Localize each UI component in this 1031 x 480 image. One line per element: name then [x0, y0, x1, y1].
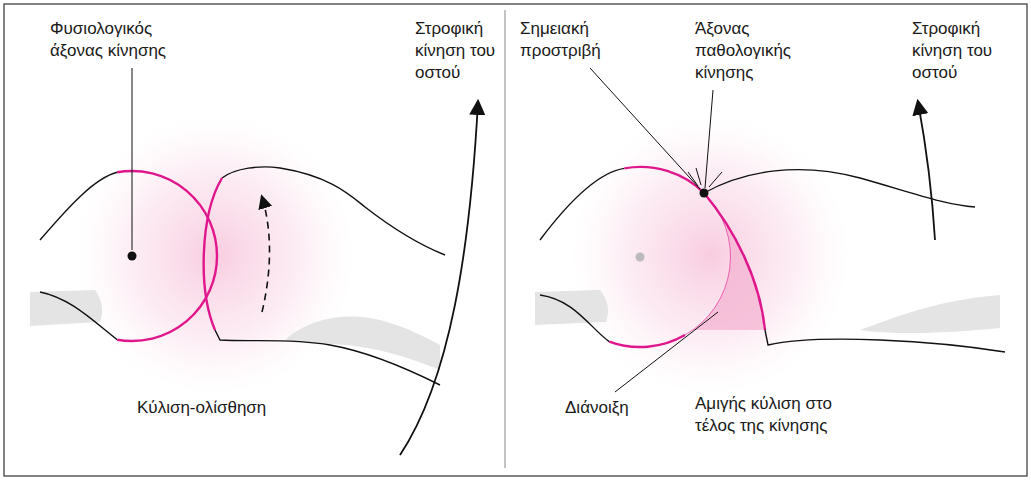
bone-outline	[215, 330, 440, 385]
cortex-band	[285, 317, 440, 370]
label-text: Διάνοιξη	[565, 397, 629, 419]
bone-outline	[40, 172, 117, 240]
label-text: Άξονας παθολογικής κίνησης	[695, 18, 800, 84]
label-text: Στροφική κίνηση του οστού	[415, 18, 505, 84]
cartilage	[685, 193, 730, 335]
cortex-band	[860, 295, 1000, 333]
bone-outline	[704, 170, 975, 207]
axis-dot	[700, 189, 709, 198]
frame	[4, 4, 1027, 476]
friction-tick	[696, 168, 701, 185]
rotation-arrow	[400, 102, 478, 455]
rotation-arrow	[918, 102, 935, 240]
joint-gap	[693, 193, 765, 330]
divider	[505, 10, 506, 468]
axis-dot	[636, 253, 645, 262]
bone-outline	[540, 168, 624, 240]
bone-outline	[765, 330, 1005, 352]
leader-line	[705, 90, 713, 188]
leader-line	[132, 68, 133, 250]
glow	[75, 115, 355, 395]
label-text: Κύλιση-ολίσθηση	[137, 397, 266, 419]
bone-outline	[540, 295, 609, 342]
label-text: Στροφική κίνηση του οστού	[912, 18, 1002, 84]
bone-outline	[40, 292, 117, 340]
axis-dot	[128, 252, 137, 261]
cartilage	[704, 193, 765, 330]
bone-outline	[222, 167, 445, 255]
label-text: Σημειακή προστριβή	[520, 18, 620, 62]
glow	[570, 115, 850, 395]
label-text: Αμιγής κύλιση στο τέλος της κίνησης	[695, 393, 865, 437]
glide-arrow	[262, 197, 270, 312]
friction-tick	[709, 172, 722, 187]
label-text: Φυσιολογικός άξονας κίνησης	[50, 18, 175, 62]
cortex-band	[30, 290, 102, 326]
leader-line	[590, 68, 700, 189]
friction-tick	[688, 172, 698, 186]
leader-line	[615, 312, 718, 392]
cartilage	[204, 178, 222, 330]
cartilage	[609, 335, 685, 347]
